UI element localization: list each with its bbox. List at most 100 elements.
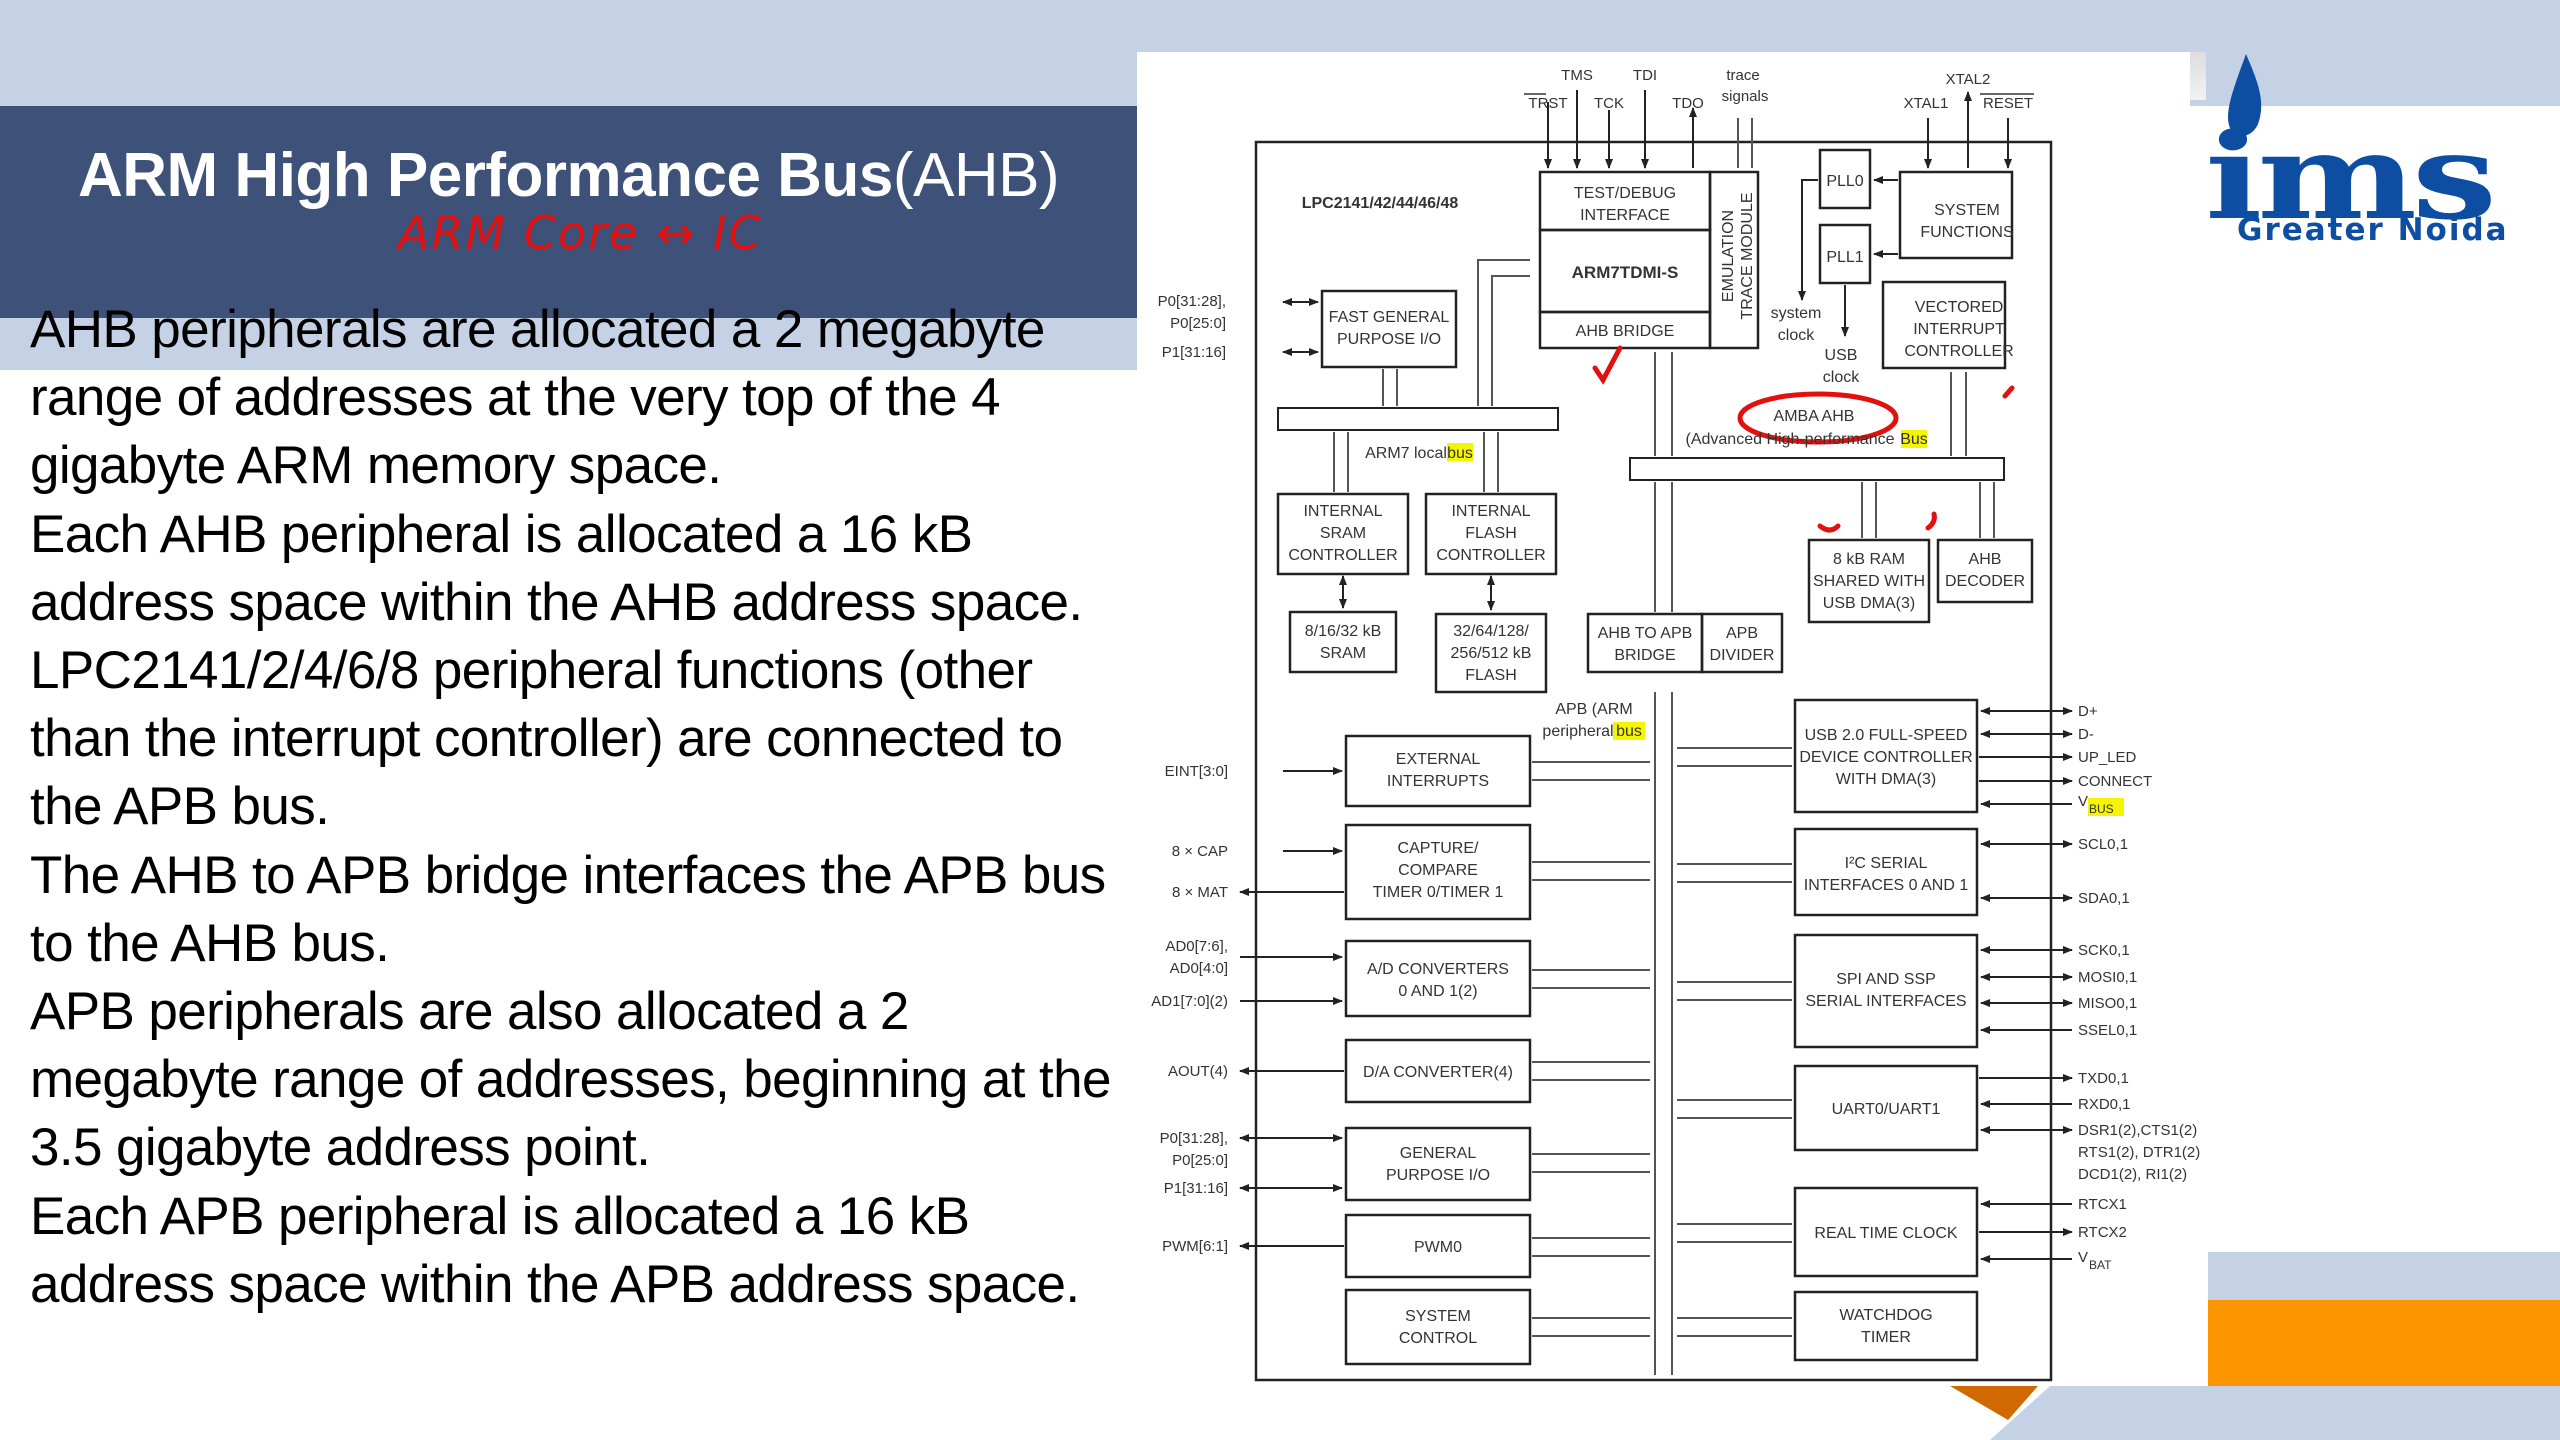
pin-xtal1: XTAL1	[1904, 95, 1949, 112]
body-paragraph: LPC2141/2/4/6/8 peripheral functions (ot…	[30, 641, 1063, 837]
apb-label: peripheral	[1542, 723, 1613, 740]
adc-label: A/D CONVERTERS	[1367, 961, 1509, 978]
system-functions-label: FUNCTIONS	[1920, 224, 2013, 241]
system-functions-label: SYSTEM	[1934, 202, 2000, 219]
pin-label-sub: BAT	[2089, 1258, 2112, 1272]
ext-int-block	[1344, 734, 1532, 808]
flash-controller-block	[1424, 492, 1558, 576]
pwm-label: PWM0	[1414, 1239, 1462, 1256]
pin-label: D-	[2078, 726, 2094, 743]
pin-label: 8 × CAP	[1172, 843, 1228, 860]
pin-label: RTS1(2), DTR1(2)	[2078, 1144, 2200, 1161]
usb-device-label: USB 2.0 FULL-SPEED	[1805, 727, 1968, 744]
sram-label: SRAM	[1320, 645, 1366, 662]
pin-label: 8 × MAT	[1172, 884, 1228, 901]
pin-label: UP_LED	[2078, 749, 2137, 766]
sram-controller-label: INTERNAL	[1303, 503, 1382, 520]
pll0-block	[1818, 148, 1872, 210]
amba-ahb-bus-bar	[1629, 457, 2005, 481]
ahb-decoder-label: DECODER	[1945, 573, 2025, 590]
title-band	[0, 106, 1137, 318]
pin-tdo: TDO	[1672, 95, 1704, 112]
body-paragraph: Each AHB peripheral is allocated a 16 kB…	[30, 504, 1083, 632]
pin-label: SSEL0,1	[2078, 1022, 2137, 1039]
dac-label: D/A CONVERTER(4)	[1363, 1064, 1513, 1081]
decor-orange-band	[2208, 1300, 2560, 1386]
system-control-label: SYSTEM	[1405, 1308, 1471, 1325]
apb-label: APB (ARM	[1555, 701, 1632, 718]
arm7-local-bus-word: bus	[1447, 445, 1473, 462]
sram-block	[1288, 610, 1398, 674]
pin-label: RXD0,1	[2078, 1096, 2131, 1113]
arm7-local-bus-bar	[1277, 407, 1559, 431]
ahb-apb-bridge-label: BRIDGE	[1614, 647, 1675, 664]
spi-label: SPI AND SSP	[1836, 971, 1936, 988]
pll0-label: PLL0	[1826, 173, 1863, 190]
pll1-label: PLL1	[1826, 249, 1863, 266]
pin-label: TXD0,1	[2078, 1070, 2129, 1087]
usb-ram-block	[1807, 538, 1931, 624]
pin-label: PWM[6:1]	[1162, 1238, 1228, 1255]
pin-label: CONNECT	[2078, 773, 2152, 790]
logo-edge	[2190, 52, 2206, 100]
pin-label: AD1[7:0](2)	[1151, 993, 1228, 1010]
timer-block	[1344, 823, 1532, 921]
amba-ahb-label: AMBA AHB	[1774, 408, 1855, 425]
pin-label: DCD1(2), RI1(2)	[2078, 1166, 2187, 1183]
pin-label: P1[31:16]	[1162, 344, 1226, 361]
fast-gpio-label: PURPOSE I/O	[1337, 331, 1441, 348]
pin-label: AD0[4:0]	[1170, 960, 1228, 977]
uart-label: UART0/UART1	[1832, 1101, 1941, 1118]
sram-controller-block	[1276, 492, 1410, 576]
adc-block	[1344, 939, 1532, 1018]
arm7-local-bus-label: ARM7 local	[1365, 445, 1447, 462]
usb-ram-label: USB DMA(3)	[1823, 595, 1915, 612]
vic-label: CONTROLLER	[1904, 343, 2013, 360]
ahb-decoder-label: AHB	[1969, 551, 2002, 568]
pin-label: P1[31:16]	[1164, 1180, 1228, 1197]
rtc-block	[1793, 1186, 1979, 1278]
body-paragraph: AHB peripherals are allocated a 2 megaby…	[30, 300, 1045, 496]
gpio-label: PURPOSE I/O	[1386, 1167, 1490, 1184]
logo-ims: ims	[2205, 107, 2497, 246]
pin-tdi: TDI	[1633, 67, 1657, 84]
emulation-label: EMULATION	[1720, 210, 1737, 302]
diagram-panel	[1137, 52, 2190, 1390]
system-clock-label: system	[1771, 305, 1822, 322]
pin-label: SCK0,1	[2078, 942, 2130, 959]
flame-icon	[2227, 54, 2262, 136]
pin-label: AD0[7:6],	[1165, 938, 1228, 955]
amba-ahb-bus-word: Bus	[1900, 431, 1928, 448]
sram-controller-label: CONTROLLER	[1288, 547, 1397, 564]
signal-arrows	[1239, 90, 2073, 1263]
emulation-label: TRACE MODULE	[1739, 192, 1756, 319]
i2c-label: INTERFACES 0 AND 1	[1804, 877, 1969, 894]
pin-label: MISO0,1	[2078, 995, 2137, 1012]
fast-gpio-block	[1320, 289, 1458, 369]
body-paragraph: The AHB to APB bridge interfaces the APB…	[30, 845, 1106, 973]
usb-ram-label: SHARED WITH	[1813, 573, 1925, 590]
usb-ram-label: 8 kB RAM	[1833, 551, 1905, 568]
pin-label: V	[2078, 793, 2088, 810]
flash-controller-label: INTERNAL	[1451, 503, 1530, 520]
usb-device-label: WITH DMA(3)	[1836, 771, 1936, 788]
dac-block	[1344, 1038, 1532, 1104]
highlights	[1447, 430, 2124, 816]
pin-label: EINT[3:0]	[1165, 763, 1228, 780]
pin-label: DSR1(2),CTS1(2)	[2078, 1122, 2197, 1139]
usb-clock-label: clock	[1823, 369, 1860, 386]
adc-label: 0 AND 1(2)	[1398, 983, 1477, 1000]
system-control-block	[1344, 1288, 1532, 1366]
gpio-block	[1344, 1126, 1532, 1202]
chip-outline	[1254, 140, 2053, 1382]
red-annotations	[1592, 345, 2015, 533]
test-debug-label: TEST/DEBUG	[1574, 185, 1676, 202]
ext-int-label: EXTERNAL	[1396, 751, 1481, 768]
system-functions-block	[1898, 170, 2014, 260]
decor-bottom-band	[1990, 1386, 2560, 1440]
ext-int-label: INTERRUPTS	[1387, 773, 1489, 790]
pin-trst: TRST	[1528, 95, 1567, 112]
flash-label: 256/512 kB	[1451, 645, 1532, 662]
ahb-apb-bridge-label: AHB TO APB	[1598, 625, 1693, 642]
vic-label: INTERRUPT	[1913, 321, 2005, 338]
